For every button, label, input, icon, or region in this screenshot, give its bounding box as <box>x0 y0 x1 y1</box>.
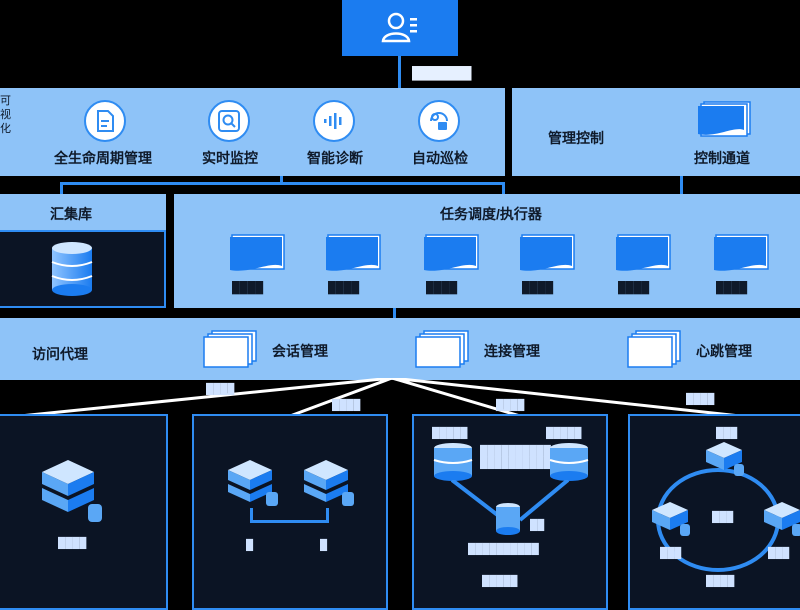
scheduler-item-label: ████ <box>328 282 360 294</box>
cluster3-center-icon <box>494 502 522 536</box>
document-icon <box>84 100 126 142</box>
monitor-item[interactable]: 实时监控 <box>190 98 270 170</box>
aggregation-header <box>0 194 166 230</box>
cluster3-node-right-icon <box>548 442 590 482</box>
heartbeat-icon <box>626 330 682 368</box>
user-icon <box>380 10 420 44</box>
audio-wave-icon <box>313 100 355 142</box>
diagnosis-item[interactable]: 智能诊断 <box>295 98 375 170</box>
database-icon <box>48 240 96 298</box>
cluster1-label: ████ <box>58 538 87 549</box>
user-access-label: ███████ <box>412 66 472 80</box>
cluster3-node-left-icon <box>432 442 474 482</box>
monitor-label: 实时监控 <box>202 150 258 166</box>
cluster3-label-4: ██████████ <box>480 458 551 469</box>
cluster3-label-7: █████ <box>482 576 518 587</box>
scheduler-doc-icon <box>614 234 672 274</box>
cluster2-label-a: █ <box>246 540 254 551</box>
scheduler-title: 任务调度/执行器 <box>440 206 542 222</box>
scheduler-item-label: ████ <box>716 282 748 294</box>
session-label: 会话管理 <box>272 343 328 359</box>
server-stack-icon <box>40 458 106 526</box>
cluster4-node-left-icon <box>650 500 692 540</box>
link-label-2: ████ <box>332 400 361 411</box>
scheduler-doc-icon <box>228 234 286 274</box>
scheduler-item-label: ████ <box>618 282 650 294</box>
channel-doc-icon <box>696 100 752 138</box>
link-label-1: ████ <box>206 384 235 395</box>
connection-label: 连接管理 <box>484 343 540 359</box>
search-icon <box>208 100 250 142</box>
aggregation-title: 汇集库 <box>50 206 92 222</box>
scheduler-doc-icon <box>712 234 770 274</box>
patrol-item[interactable]: 自动巡检 <box>400 98 480 170</box>
cluster4-node-top-icon <box>704 440 746 480</box>
patrol-label: 自动巡检 <box>412 150 468 166</box>
lifecycle-item[interactable]: 全生命周期管理 <box>48 98 158 170</box>
cluster2-label-b: █ <box>320 540 328 551</box>
scheduler-doc-icon <box>518 234 576 274</box>
cluster-box-2 <box>192 414 388 610</box>
cluster4-label-left: ███ <box>660 548 682 559</box>
cluster4-label-bottom: ████ <box>706 576 735 587</box>
user-box <box>342 0 458 56</box>
cluster3-label-1: █████ <box>432 428 468 439</box>
diagnosis-label: 智能诊断 <box>307 150 363 166</box>
cluster3-label-3: ██████████ <box>480 446 551 457</box>
cluster3-label-6: ██████████ <box>468 544 539 555</box>
fanout-connectors <box>0 378 800 422</box>
scheduler-doc-icon <box>422 234 480 274</box>
session-icon <box>202 330 258 368</box>
cluster4-label-right: ███ <box>768 548 790 559</box>
channel-label: 控制通道 <box>694 150 750 166</box>
cluster3-links <box>412 480 608 540</box>
proxy-title: 访问代理 <box>32 346 88 362</box>
cluster4-label-center: ███ <box>712 512 734 523</box>
connection-icon <box>414 330 470 368</box>
link-label-4: ████ <box>686 394 715 405</box>
left-edge-label: 可 视 化 <box>0 95 11 135</box>
scheduler-item-label: ████ <box>426 282 458 294</box>
server-b-icon <box>302 458 356 508</box>
control-panel <box>512 88 800 176</box>
cluster4-label-top: ███ <box>716 428 738 439</box>
management-label: 管理控制 <box>548 130 604 146</box>
server-a-icon <box>226 458 280 508</box>
cluster4-node-right-icon <box>762 500 800 540</box>
patrol-icon <box>418 100 460 142</box>
scheduler-doc-icon <box>324 234 382 274</box>
cluster3-label-2: █████ <box>546 428 582 439</box>
lifecycle-label: 全生命周期管理 <box>54 150 152 166</box>
heartbeat-label: 心跳管理 <box>696 343 752 359</box>
scheduler-item-label: ████ <box>522 282 554 294</box>
scheduler-item-label: ████ <box>232 282 264 294</box>
cluster-box-1 <box>0 414 168 610</box>
link-label-3: ████ <box>496 400 525 411</box>
cluster3-label-5: ██ <box>530 520 545 531</box>
